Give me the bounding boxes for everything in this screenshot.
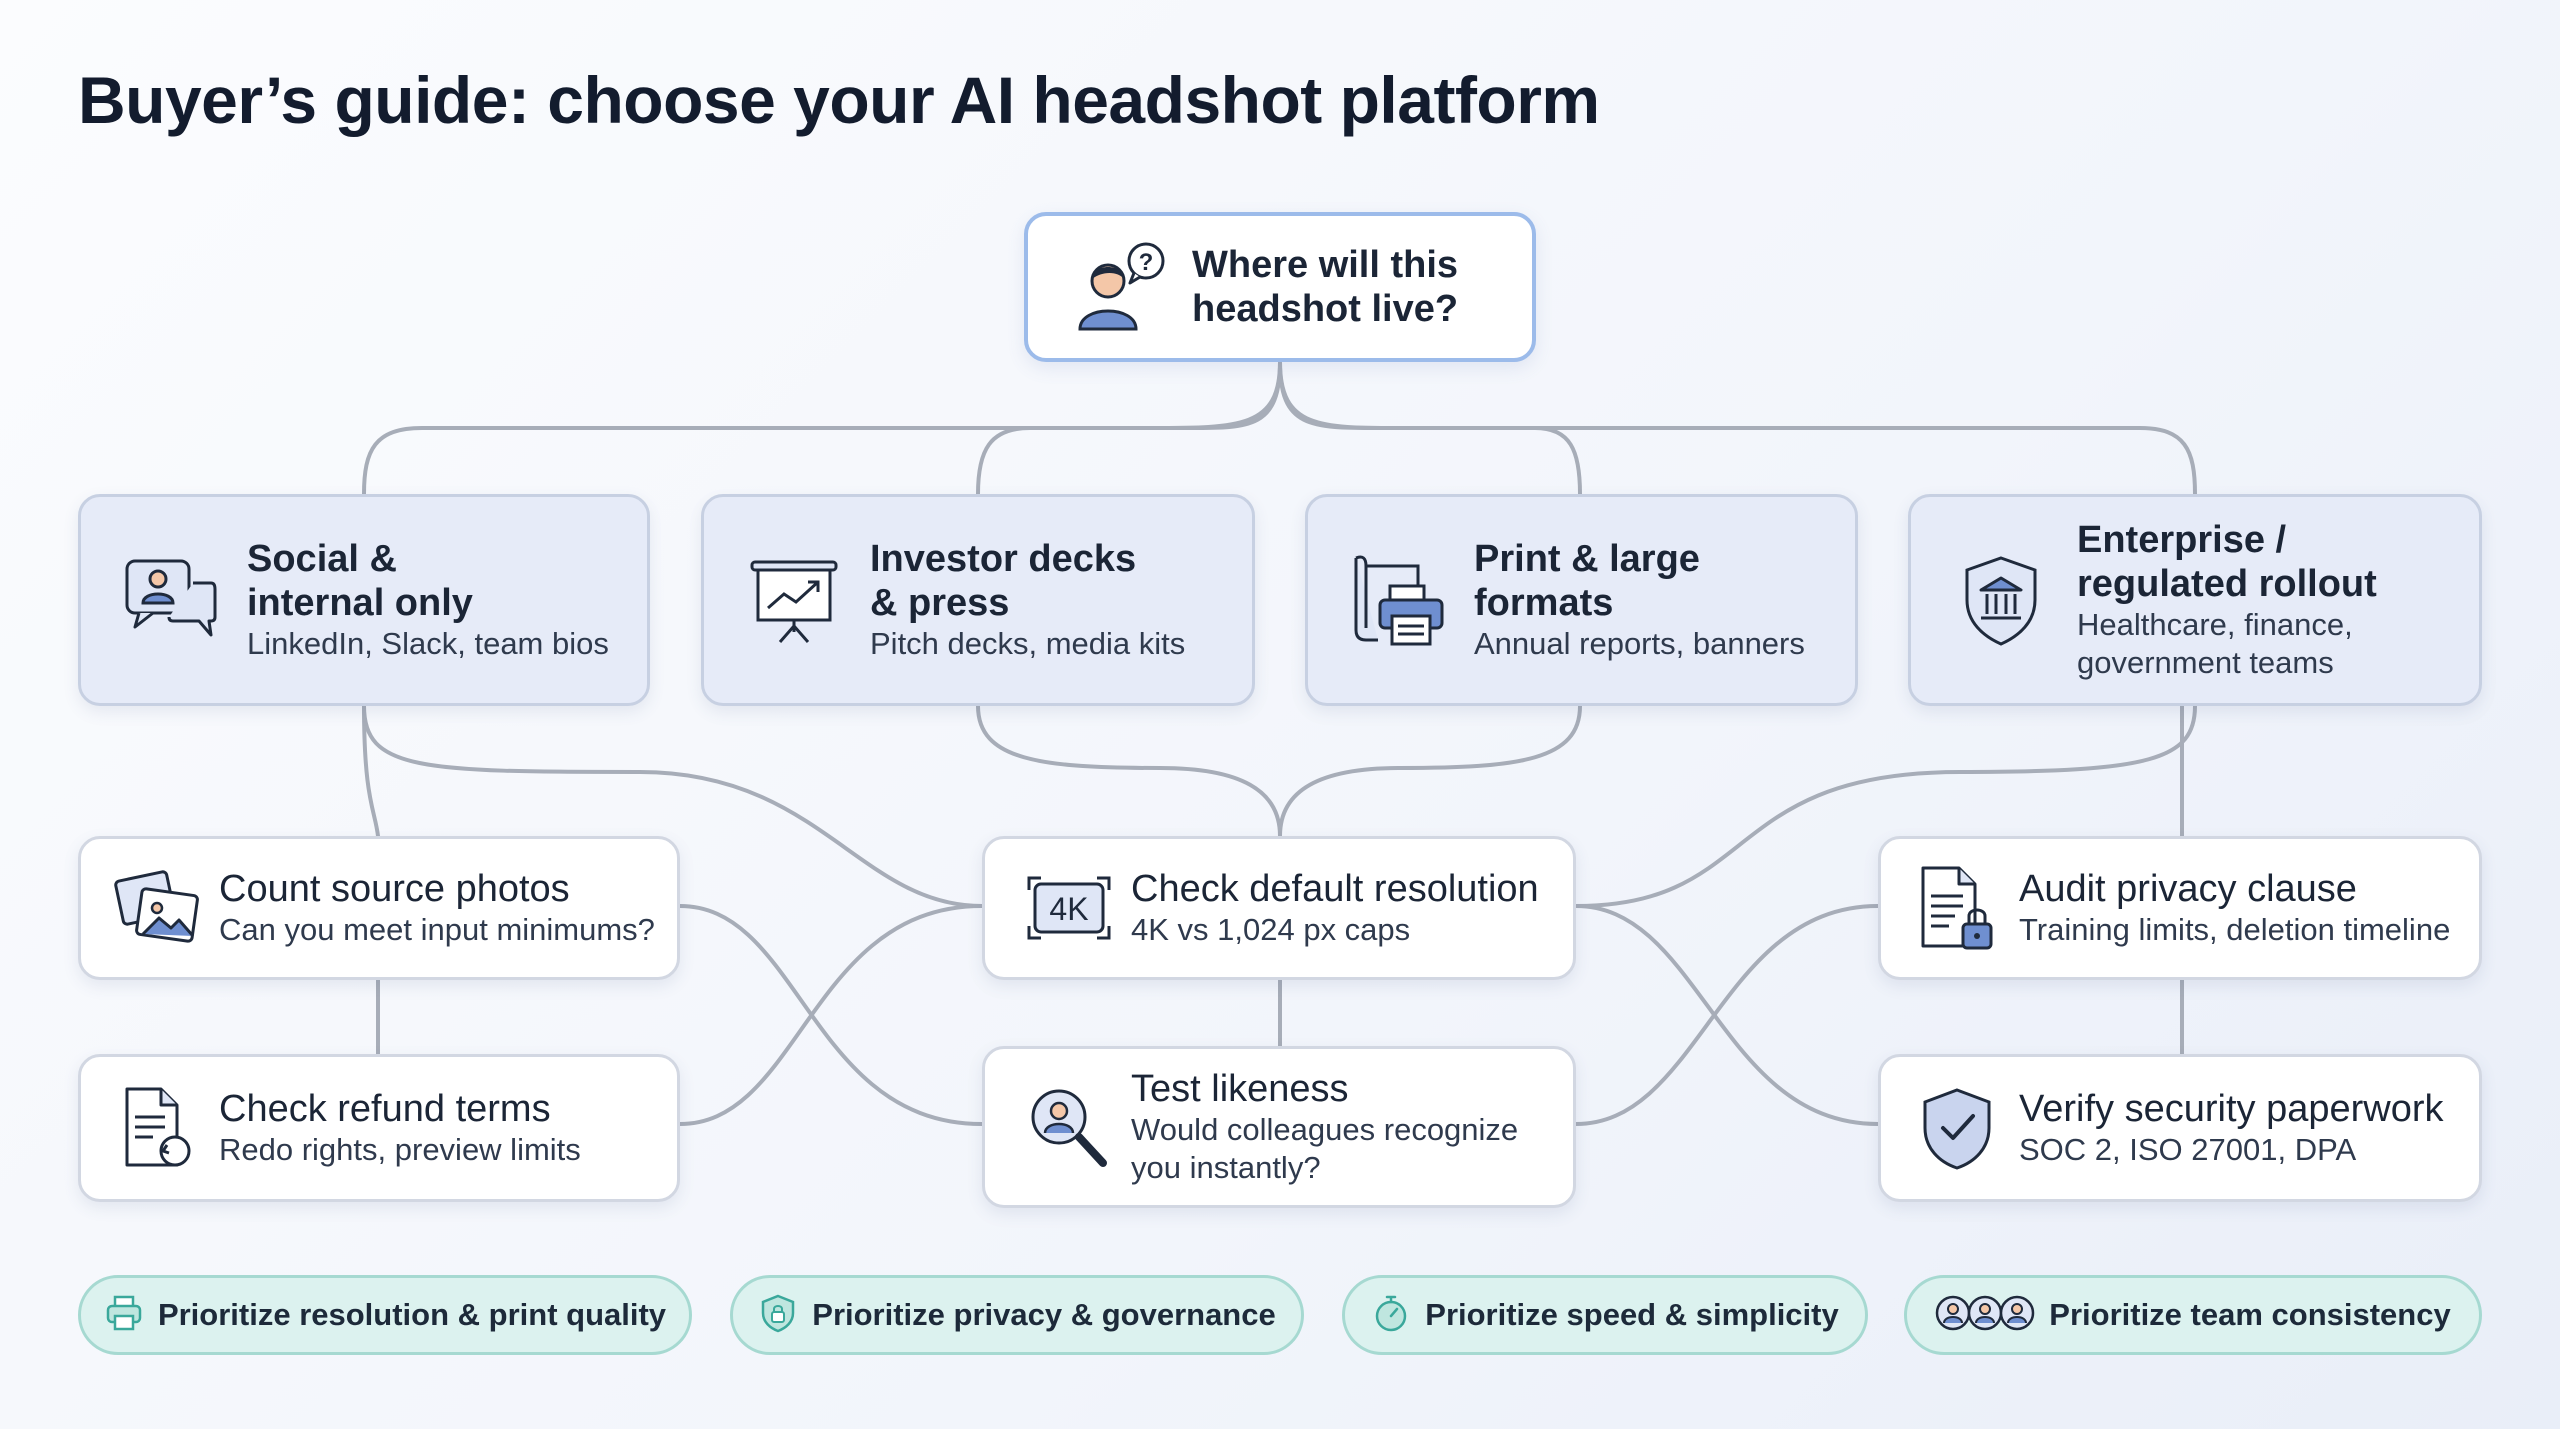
category-title-line2: & press [870,582,1010,624]
category-title-line2: formats [1474,582,1614,624]
category-title-line2: internal only [247,582,473,624]
step-test-likeness: Test likeness Would colleagues recognize… [982,1046,1576,1208]
priority-label: Prioritize team consistency [2049,1297,2451,1332]
step-count-source-photos: Count source photos Can you meet input m… [78,836,680,980]
chat-profile-icon [101,555,241,645]
category-subtitle: LinkedIn, Slack, team bios [247,626,609,661]
step-subtitle: SOC 2, ISO 27001, DPA [2019,1132,2357,1167]
category-title-line1: Print & large [1474,538,1700,580]
step-title: Count source photos [219,868,570,910]
magnifier-person-icon [1007,1083,1131,1171]
step-title: Audit privacy clause [2019,868,2357,910]
person-question-icon: ? [1052,239,1192,335]
category-title-line1: Social & [247,538,397,580]
step-check-refund-terms: Check refund terms Redo rights, preview … [78,1054,680,1202]
priority-pill-resolution: Prioritize resolution & print quality [78,1275,692,1355]
category-subtitle: Pitch decks, media kits [870,626,1186,661]
step-title: Check default resolution [1131,868,1539,910]
printer-icon [1328,550,1468,650]
priority-label: Prioritize speed & simplicity [1425,1297,1839,1332]
category-enterprise-regulated: Enterprise / regulated rollout Healthcar… [1908,494,2482,706]
step-subtitle: Can you meet input minimums? [219,912,655,947]
printer-icon [104,1293,144,1338]
step-subtitle-line1: Would colleagues recognize [1131,1112,1519,1147]
svg-text:?: ? [1139,249,1154,276]
step-title: Check refund terms [219,1088,551,1130]
4k-icon: 4K [1007,874,1131,942]
step-title: Test likeness [1131,1068,1349,1110]
step-subtitle: Redo rights, preview limits [219,1132,581,1167]
document-refund-icon [95,1083,219,1173]
step-audit-privacy-clause: Audit privacy clause Training limits, de… [1878,836,2482,980]
category-subtitle: Annual reports, banners [1474,626,1805,661]
photos-icon [95,866,219,950]
category-subtitle-line2: government teams [2077,645,2334,680]
team-icon [1935,1291,2035,1340]
step-subtitle-line2: you instantly? [1131,1150,1321,1185]
category-investor-press: Investor decks & press Pitch decks, medi… [701,494,1255,706]
shield-check-icon [1895,1084,2019,1172]
stopwatch-icon [1371,1293,1411,1338]
step-subtitle: Training limits, deletion timeline [2019,912,2451,947]
page-title: Buyer’s guide: choose your AI headshot p… [78,63,1600,137]
root-question-node: ? Where will this headshot live? [1024,212,1536,362]
category-title-line1: Investor decks [870,538,1137,580]
step-verify-security-paperwork: Verify security paperwork SOC 2, ISO 270… [1878,1054,2482,1202]
priority-label: Prioritize privacy & governance [812,1297,1276,1332]
category-subtitle-line1: Healthcare, finance, [2077,607,2353,642]
category-title-line2: regulated rollout [2077,563,2377,605]
priority-pill-team: Prioritize team consistency [1904,1275,2482,1355]
4k-label: 4K [1049,891,1088,927]
root-question-line1: Where will this [1192,244,1459,286]
priority-label: Prioritize resolution & print quality [157,1297,667,1332]
category-social-internal: Social & internal only LinkedIn, Slack, … [78,494,650,706]
step-check-default-resolution: 4K Check default resolution 4K vs 1,024 … [982,836,1576,980]
presentation-chart-icon [724,552,864,648]
category-title-line1: Enterprise / [2077,519,2287,561]
priority-pill-privacy: Prioritize privacy & governance [730,1275,1304,1355]
step-title: Verify security paperwork [2019,1088,2444,1130]
shield-bank-icon [1931,552,2071,648]
shield-lock-icon [758,1293,798,1338]
category-print-large: Print & large formats Annual reports, ba… [1305,494,1858,706]
root-question-line2: headshot live? [1192,288,1459,330]
step-subtitle: 4K vs 1,024 px caps [1131,912,1411,947]
document-lock-icon [1895,862,2019,954]
priority-pill-speed: Prioritize speed & simplicity [1342,1275,1868,1355]
